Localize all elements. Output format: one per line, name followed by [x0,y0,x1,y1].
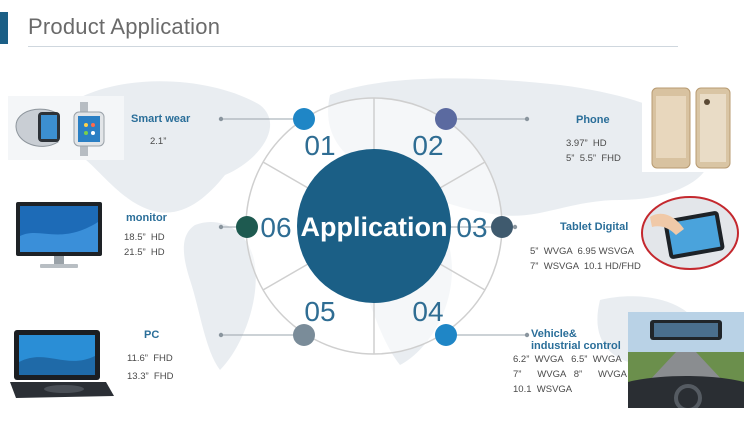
segment-04-number: 04 [412,296,443,327]
spec-phone-1: 3.97” HD [566,138,607,149]
category-smart-wear: Smart wear [131,113,191,125]
smartwatch-image [8,96,124,160]
smartphone-image [642,86,738,172]
tablet-image [641,196,739,270]
spec-monitor-1: 18.5” HD [124,232,165,243]
category-pc: PC [144,329,160,341]
segment-03-dot[interactable] [491,216,513,238]
segment-01-dot[interactable] [293,108,315,130]
segment-01-number: 01 [304,130,335,161]
category-monitor: monitor [126,212,167,224]
spec-vehicle-2: 7” WVGA 8” WVGA [513,369,628,380]
segment-05-number: 05 [304,296,335,327]
segment-04-dot[interactable] [435,324,457,346]
connector-end-points [218,116,530,338]
spec-tablet-1: 5” WVGA 6.95 WSVGA [530,246,635,257]
spec-pc-1: 11.6” FHD [127,353,173,364]
center-circle [297,149,451,303]
segment-02-number: 02 [412,130,443,161]
spec-phone-2: 5” 5.5” FHD [566,153,621,164]
category-phone: Phone [576,114,610,126]
spec-monitor-2: 21.5” HD [124,247,165,258]
spec-smart-wear-1: 2.1” [150,136,167,147]
segment-06-dot[interactable] [236,216,258,238]
category-vehicle-industrial: Vehicle& industrial control [531,328,621,352]
spec-pc-2: 13.3” FHD [127,371,174,382]
segment-05-dot[interactable] [293,324,315,346]
category-tablet-digital: Tablet Digital [560,221,629,233]
segment-02-dot[interactable] [435,108,457,130]
ring-spokes [262,98,486,354]
spec-vehicle-1: 6.2” WVGA 6.5” WVGA [513,354,622,365]
page-title: Product Application [28,14,221,39]
car-mirror-display-image [628,312,744,408]
portable-dvd-player-image [6,326,118,404]
spec-vehicle-3: 10.1 WSVGA [513,384,573,395]
segment-06-number: 06 [260,212,291,243]
desktop-monitor-image [10,196,114,273]
title-divider [28,46,678,47]
center-label: Application [301,212,448,242]
segment-03-number: 03 [456,212,487,243]
spec-tablet-2: 7” WSVGA 10.1 HD/FHD [530,261,641,272]
title-accent-bar [0,12,8,44]
